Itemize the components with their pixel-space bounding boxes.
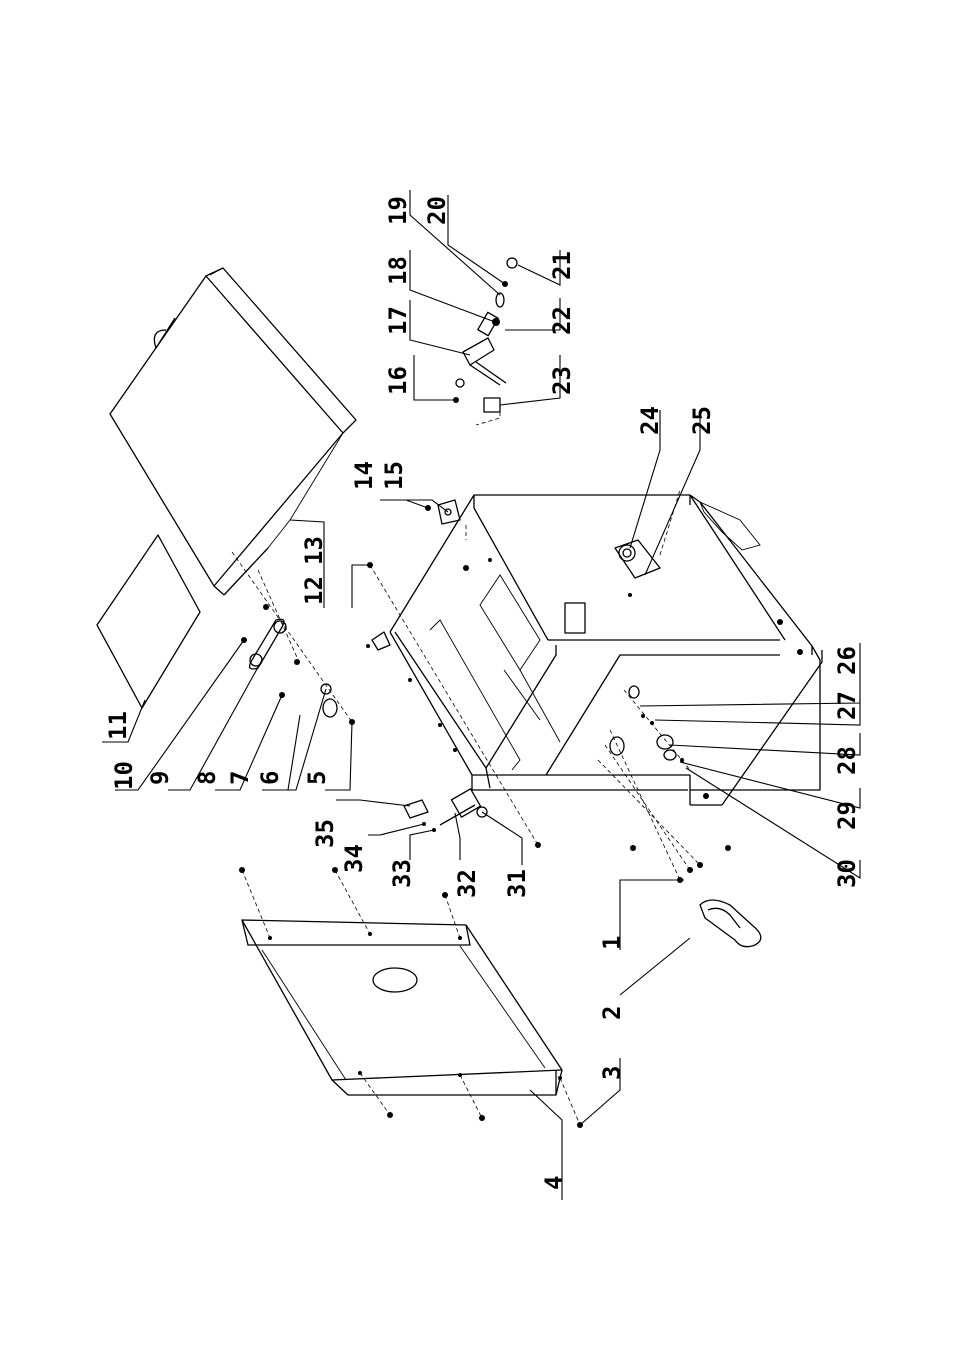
main-cabinet-frame	[390, 495, 822, 805]
callout-29: 29	[833, 801, 861, 830]
callout-14: 14	[350, 461, 378, 490]
door-switch-part	[615, 490, 680, 578]
callout-22: 22	[548, 306, 576, 335]
callout-labels: 1 2 3 4 5 6 7 8 9 10 11 12 13 14 15 16 1…	[104, 196, 861, 1190]
callout-24: 24	[636, 406, 664, 435]
foot-part	[700, 900, 761, 947]
handle-assembly	[232, 552, 355, 725]
callout-5: 5	[303, 771, 331, 785]
callout-11: 11	[104, 711, 132, 740]
callout-16: 16	[384, 366, 412, 395]
callout-27: 27	[833, 691, 861, 720]
callout-31: 31	[503, 869, 531, 898]
callout-7: 7	[226, 771, 254, 785]
callout-8: 8	[193, 771, 221, 785]
callout-15: 15	[380, 461, 408, 490]
side-panel-part	[239, 867, 583, 1128]
callout-23: 23	[548, 366, 576, 395]
callout-18: 18	[384, 256, 412, 285]
callout-12: 12	[300, 576, 328, 605]
callout-6: 6	[256, 771, 284, 785]
top-panel-part	[97, 535, 200, 708]
callout-3: 3	[598, 1066, 626, 1080]
callout-35: 35	[311, 819, 339, 848]
callout-32: 32	[453, 869, 481, 898]
callout-25: 25	[688, 406, 716, 435]
callout-26: 26	[833, 646, 861, 675]
hinge-part	[366, 500, 466, 650]
callout-9: 9	[146, 771, 174, 785]
callout-28: 28	[833, 746, 861, 775]
callout-34: 34	[340, 844, 368, 873]
callout-19: 19	[384, 196, 412, 225]
sensor-rod-assembly	[453, 258, 517, 425]
callout-21: 21	[548, 251, 576, 280]
callout-33: 33	[388, 859, 416, 888]
callout-4: 4	[540, 1176, 568, 1190]
callout-1: 1	[598, 936, 626, 950]
callout-13: 13	[300, 536, 328, 565]
callout-30: 30	[833, 859, 861, 888]
bracket-fasteners	[624, 686, 690, 770]
callout-10: 10	[110, 761, 138, 790]
callout-20: 20	[423, 196, 451, 225]
callout-2: 2	[598, 1006, 626, 1020]
callout-17: 17	[384, 306, 412, 335]
